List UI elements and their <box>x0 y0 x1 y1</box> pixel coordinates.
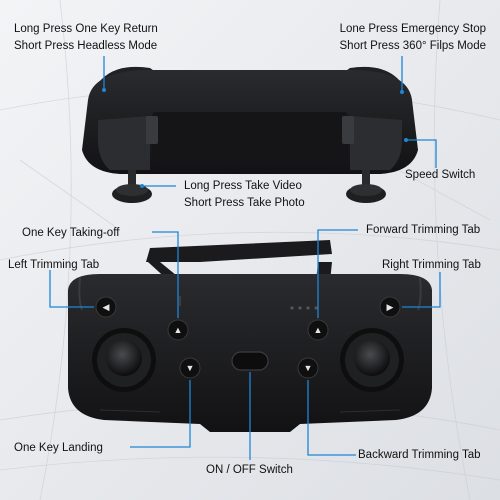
status-led <box>290 306 294 310</box>
right-joystick <box>354 340 390 376</box>
phone-holder-bracket <box>152 112 348 164</box>
label-top-right: Lone Press Emergency Stop Short Press 36… <box>340 21 487 55</box>
forward-trim-button-shape <box>307 319 329 341</box>
label-top-left-line1: Long Press One Key Return <box>14 23 158 35</box>
label-one-key-landing: One Key Landing <box>14 442 103 454</box>
right-trim-button-shape <box>379 296 401 318</box>
right-arrow-icon: ▶ <box>386 301 394 312</box>
label-left-trimming-tab: Left Trimming Tab <box>8 259 100 271</box>
label-top-right-line1: Lone Press Emergency Stop <box>339 23 486 35</box>
left-arrow-icon: ◀ <box>102 301 110 312</box>
backward-trim-button[interactable]: ▼ <box>298 358 318 378</box>
label-video-photo: Long Press Take Video Short Press Take P… <box>184 178 305 212</box>
label-one-key-takeoff: One Key Taking-off <box>22 227 120 239</box>
left-joystick <box>106 340 142 376</box>
callout-endpoints <box>102 88 408 188</box>
label-video-photo-line1: Long Press Take Video <box>184 180 302 192</box>
up-arrow-icon: ▲ <box>313 325 323 335</box>
label-top-left-line2: Short Press Headless Mode <box>14 40 158 52</box>
label-top-left: Long Press One Key Return Short Press He… <box>14 21 158 55</box>
label-top-right-line2: Short Press 360° Filps Mode <box>339 40 487 52</box>
left-trim-button[interactable]: ◀ <box>96 297 116 317</box>
label-speed-switch: Speed Switch <box>405 169 476 181</box>
callout-lines <box>49 56 441 460</box>
power-switch <box>231 351 269 371</box>
takeoff-button[interactable]: ▲ <box>168 320 188 340</box>
left-trim-button-shape <box>95 296 117 318</box>
backward-trim-button-shape <box>297 357 319 379</box>
antenna <box>146 240 332 262</box>
label-backward-trimming-tab: Backward Trimming Tab <box>358 449 481 461</box>
landing-button-shape <box>179 357 201 379</box>
label-video-photo-line2: Short Press Take Photo <box>184 197 305 209</box>
down-arrow-icon: ▼ <box>303 363 313 373</box>
down-arrow-icon: ▼ <box>185 363 195 373</box>
takeoff-button-shape <box>167 319 189 341</box>
controller-front-view <box>68 240 432 432</box>
label-right-trimming-tab: Right Trimming Tab <box>382 259 481 271</box>
right-trim-button[interactable]: ▶ <box>380 297 400 317</box>
up-arrow-icon: ▲ <box>173 325 183 335</box>
forward-trim-button[interactable]: ▲ <box>308 320 328 340</box>
controller-top-view <box>82 66 418 203</box>
landing-button[interactable]: ▼ <box>180 358 200 378</box>
label-on-off-switch: ON / OFF Switch <box>206 464 293 476</box>
label-forward-trimming-tab: Forward Trimming Tab <box>366 224 481 236</box>
